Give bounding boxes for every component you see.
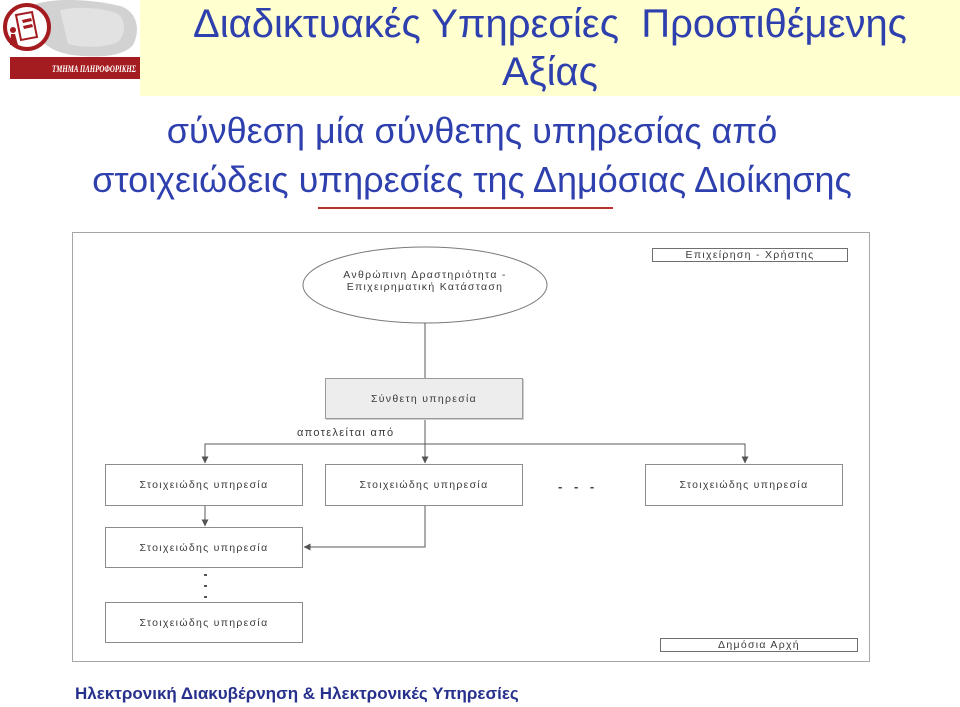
university-emblem-icon: ΤΜΗΜΑ ΠΛΗΡΟΦΟΡΙΚΗΣ (3, 0, 140, 79)
vertical-ellipsis (204, 574, 207, 598)
department-logo: ΤΜΗΜΑ ΠΛΗΡΟΦΟΡΙΚΗΣ (0, 0, 140, 90)
diagram-connectors (201, 246, 749, 598)
service-composition-diagram: Επιχείρηση - Χρήστης Ανθρώπινη Δραστηριό… (72, 232, 870, 662)
more-services-marker: - - - (558, 479, 599, 494)
consists-of-label: αποτελείται από (297, 427, 395, 439)
composite-branch-arrows (201, 443, 749, 464)
slide-subtitle-line-2: στοιχειώδεις υπηρεσίες της Δημόσιας Διοί… (92, 159, 852, 200)
elementary-service-box-4: Στοιχειώδης υπηρεσία (105, 527, 303, 568)
business-user-label: Επιχείρηση - Χρήστης (652, 248, 848, 262)
accent-underline (318, 207, 613, 209)
elementary-service-box-5: Στοιχειώδης υπηρεσία (105, 602, 303, 643)
slide-title-line-2: Αξίας (502, 50, 598, 94)
service-2-to-service-4-arrow (303, 506, 426, 551)
header-band (140, 0, 960, 96)
slide-subtitle-line-1: σύνθεση μία σύνθετης υπηρεσίας από (166, 110, 778, 151)
public-authority-label: Δημόσια Αρχή (660, 638, 858, 652)
slide-footer: Ηλεκτρονική Διακυβέρνηση & Ηλεκτρονικές … (75, 684, 519, 703)
composite-service-box: Σύνθετη υπηρεσία (325, 378, 523, 419)
elementary-service-box-3: Στοιχειώδης υπηρεσία (645, 464, 843, 506)
activity-label-line-2: Επιχειρηματική Κατάσταση (346, 280, 504, 293)
logo-text: ΤΜΗΜΑ ΠΛΗΡΟΦΟΡΙΚΗΣ (52, 64, 136, 74)
activity-label: Ανθρώπινη Δραστηριότητα - Επιχειρηματική… (303, 269, 547, 293)
slide-title-line-1: Διαδικτυακές Υπηρεσίες Προστιθέμενης (193, 2, 907, 46)
elementary-service-box-2: Στοιχειώδης υπηρεσία (325, 464, 523, 506)
elementary-service-box-1: Στοιχειώδης υπηρεσία (105, 464, 303, 506)
activity-label-line-1: Ανθρώπινη Δραστηριότητα - (343, 269, 507, 281)
